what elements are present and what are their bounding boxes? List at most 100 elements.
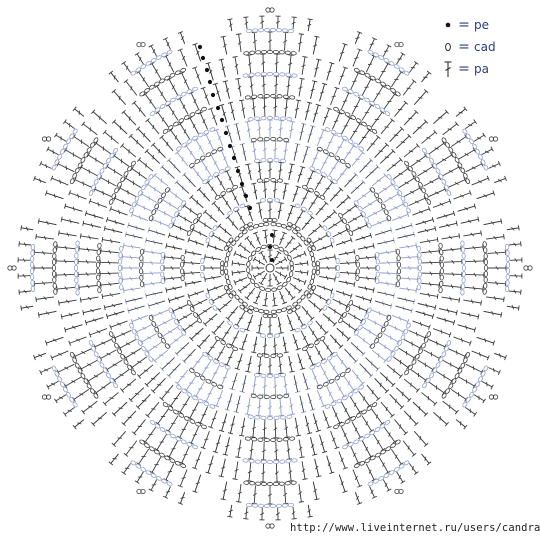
double-crochet-stitch	[408, 195, 427, 207]
chain-stitch	[406, 322, 411, 329]
edge-line	[319, 256, 336, 260]
oval-icon	[440, 37, 456, 57]
double-crochet-stitch	[250, 98, 256, 117]
chain-stitch	[483, 259, 489, 266]
chain-stitch	[159, 427, 166, 432]
double-crochet-stitch	[308, 194, 321, 210]
chain-stitch	[254, 283, 260, 289]
chain-stitch	[181, 200, 187, 206]
edge-line	[414, 431, 427, 446]
edge-line	[110, 72, 119, 83]
chain-stitch	[144, 88, 150, 93]
double-crochet-stitch	[352, 469, 363, 488]
chain-stitch	[118, 258, 123, 265]
chain-stitch	[247, 414, 254, 419]
chain-stitch	[244, 436, 251, 441]
chain-stitch	[446, 340, 452, 346]
chain-stitch	[259, 286, 266, 291]
double-crochet-stitch	[261, 140, 268, 159]
double-crochet-stitch	[154, 84, 167, 102]
chain-stitch	[416, 284, 421, 291]
chain-stitch	[30, 285, 36, 292]
double-crochet-stitch	[272, 250, 282, 264]
chain-stitch	[203, 401, 210, 407]
double-crochet-stitch	[421, 282, 440, 288]
double-crochet-stitch	[134, 52, 144, 65]
chain-stitch	[270, 136, 277, 142]
double-crochet-stitch	[273, 419, 279, 439]
double-crochet-stitch	[130, 356, 147, 370]
chain-stitch	[192, 86, 198, 92]
double-crochet-stitch	[271, 229, 278, 244]
chain-stitch	[289, 260, 294, 267]
chain-stitch	[361, 121, 367, 127]
chain-stitch	[72, 401, 78, 408]
chain-stitch	[248, 459, 255, 464]
chain-stitch	[154, 423, 161, 429]
double-crochet-stitch	[135, 324, 153, 335]
double-crochet-stitch	[400, 276, 419, 282]
chain-stitch	[151, 320, 157, 327]
edge-line	[374, 300, 392, 307]
chain-stitch	[137, 190, 143, 196]
double-crochet-stitch	[412, 320, 431, 330]
edge-line	[185, 251, 202, 256]
edge-line	[455, 108, 466, 117]
edge-line	[104, 228, 123, 233]
double-crochet-stitch	[166, 103, 179, 121]
double-crochet-stitch	[131, 419, 146, 436]
chain-stitch	[404, 369, 410, 376]
edge-line	[312, 104, 319, 123]
chain-stitch	[328, 152, 335, 158]
double-crochet-stitch	[121, 265, 139, 271]
double-crochet-stitch	[465, 407, 478, 417]
source-url: http://www.liveinternet.ru/users/candra/	[290, 522, 540, 534]
double-crochet-stitch	[410, 153, 428, 167]
chain-stitch	[277, 353, 284, 358]
chain-stitch	[169, 458, 176, 464]
chain-stitch	[353, 388, 359, 394]
edge-line	[38, 310, 57, 316]
slip-stitch	[270, 258, 274, 262]
double-crochet-stitch	[219, 326, 232, 342]
double-crochet-stitch	[487, 281, 507, 287]
double-crochet-stitch	[235, 77, 242, 97]
chain-stitch	[151, 209, 157, 216]
chain-stitch	[205, 237, 211, 244]
chain-stitch	[386, 174, 392, 180]
double-crochet-stitch	[63, 376, 82, 389]
double-crochet-stitch	[382, 44, 392, 57]
chain-stitch	[439, 261, 445, 268]
edge-line	[113, 431, 126, 446]
chain-stitch	[156, 55, 162, 60]
edge-line	[65, 205, 83, 212]
double-crochet-stitch	[68, 336, 87, 346]
chain-stitch	[372, 478, 379, 484]
double-crochet-stitch	[272, 181, 279, 199]
edge-line	[222, 481, 228, 500]
double-crochet-stitch	[39, 160, 52, 169]
chain-stitch	[178, 412, 185, 418]
double-crochet-stitch	[294, 417, 302, 437]
double-crochet-stitch	[267, 358, 273, 375]
chain-stitch	[472, 143, 477, 150]
double-crochet-stitch	[488, 265, 507, 271]
double-crochet-stitch	[289, 397, 296, 416]
chain-stitch	[266, 71, 273, 77]
double-crochet-stitch	[118, 185, 137, 197]
chain-stitch	[213, 172, 219, 177]
double-crochet-stitch	[121, 463, 131, 476]
chain-stitch	[347, 442, 354, 447]
chain-stitch	[438, 356, 444, 363]
double-crochet-stitch	[441, 233, 461, 240]
edge-line	[241, 334, 248, 350]
chain-stitch	[148, 215, 154, 221]
edge-line	[128, 305, 145, 312]
stitch-legend: = pe = cad = pa	[440, 14, 530, 80]
chain-stitch	[454, 157, 460, 163]
double-crochet-stitch	[184, 144, 197, 161]
double-crochet-stitch	[121, 60, 131, 73]
chain-stitch	[403, 328, 409, 335]
chain-stitch	[227, 320, 233, 326]
legend-label-pa: pa	[474, 62, 489, 76]
